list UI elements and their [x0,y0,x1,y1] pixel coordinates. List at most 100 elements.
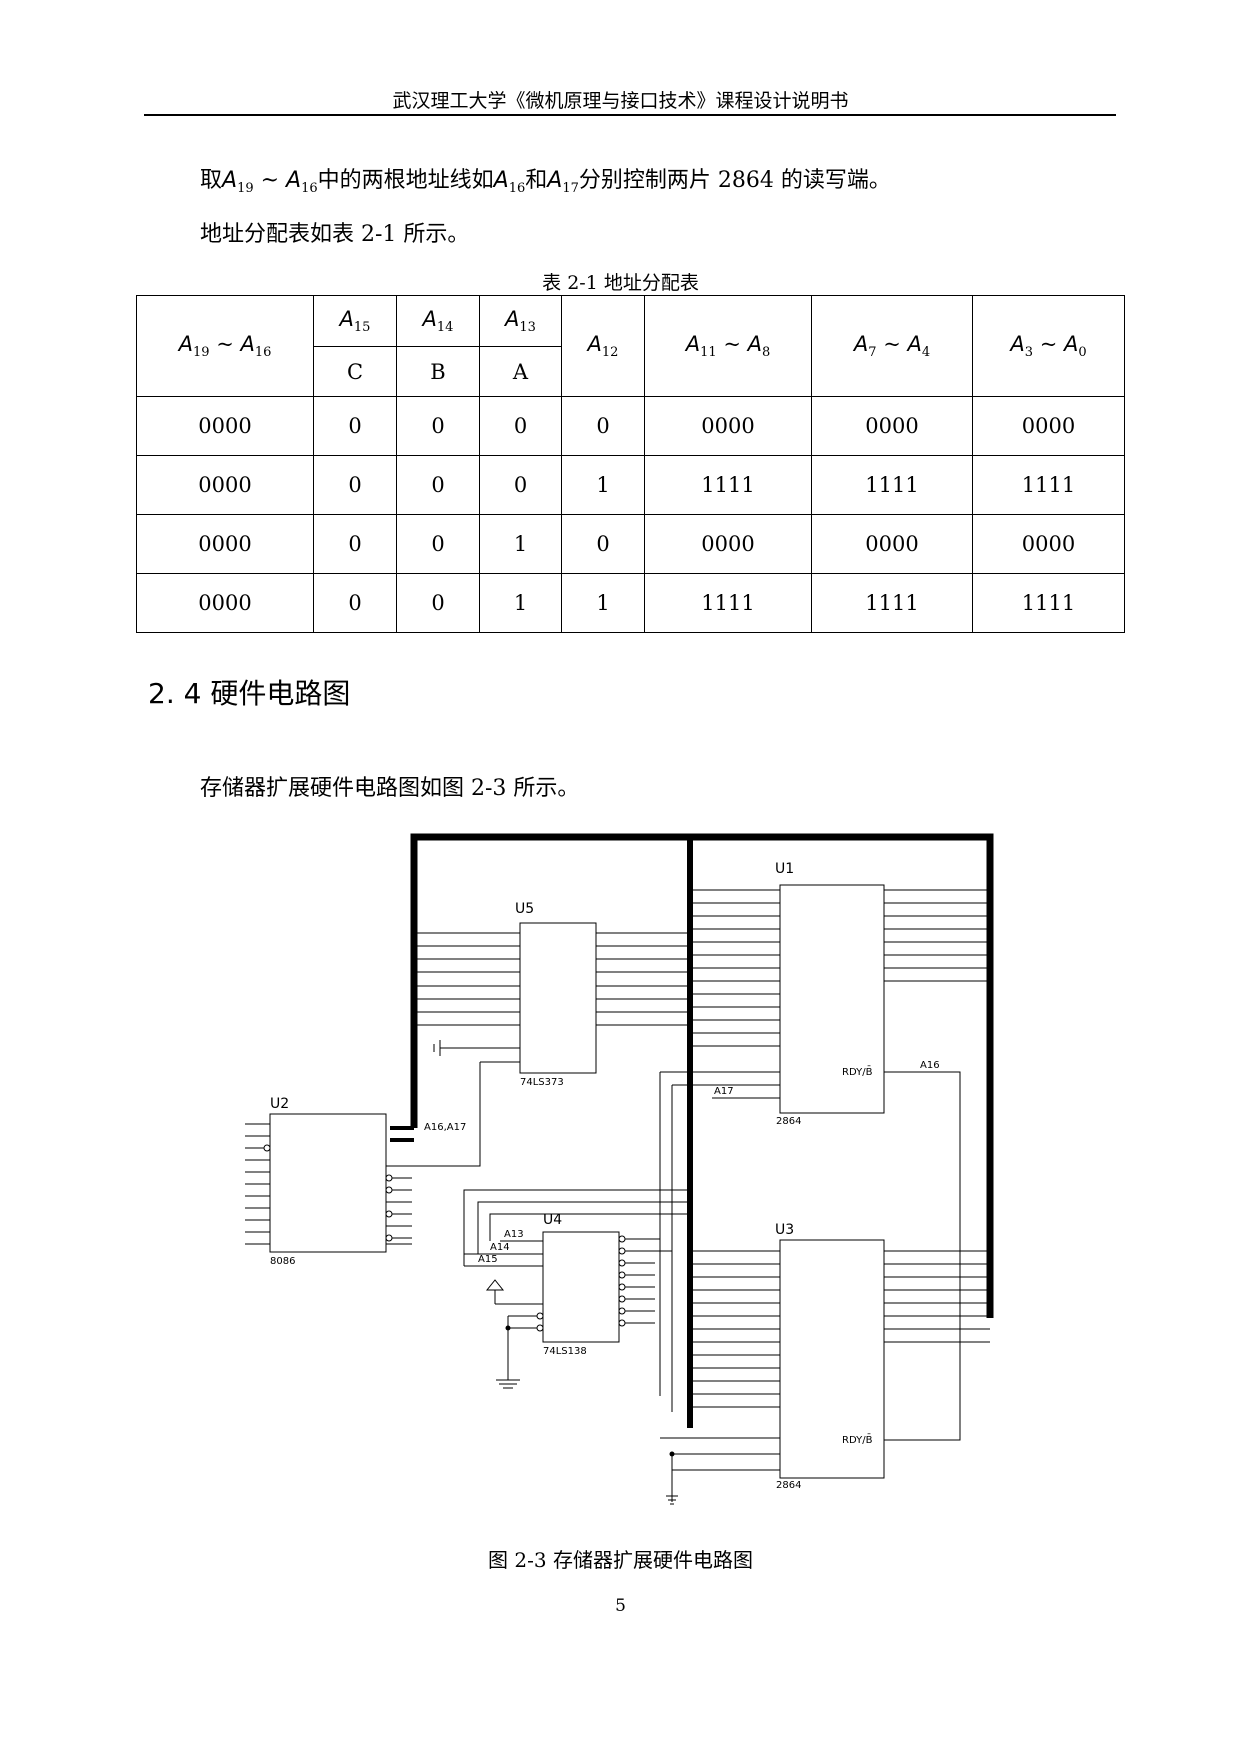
var: A [222,168,238,193]
var: A [587,332,602,356]
text: 和 [525,168,548,193]
sub: 16 [301,181,318,196]
table-cell: 1111 [811,455,973,515]
u2-part: 8086 [270,1256,295,1267]
u4-name: U4 [543,1212,562,1228]
sub: 16 [508,181,526,196]
u3-name: U3 [775,1222,794,1238]
var: A [853,332,869,356]
a14-label: A14 [490,1242,510,1253]
tilde: ~ [876,332,908,356]
a13-label: A13 [504,1229,524,1240]
sub: 16 [254,345,272,360]
a16-label: A16 [920,1060,940,1071]
table-cell: 0000 [644,514,812,574]
header-sub-a: A [479,346,562,397]
sub: 4 [921,345,931,360]
table-cell: 0 [561,396,645,456]
u1-name: U1 [775,861,794,877]
var: A [907,332,922,356]
sub: 15 [353,320,371,335]
table-cell: 1111 [811,573,973,633]
header-sub-c: C [313,346,397,397]
header-a11-a8: A11 ~ A8 [644,295,812,397]
sub: 14 [436,320,454,335]
header-a15: A15 [313,295,397,347]
header-rule [144,114,1116,116]
sub: 11 [700,345,717,360]
sub: 3 [1024,345,1034,360]
figure-caption: 图 2-3 存储器扩展硬件电路图 [488,1548,753,1572]
intro-line-2: 地址分配表如表 2-1 所示。 [200,222,470,247]
table-cell: 0000 [136,514,314,574]
u5-name: U5 [515,901,534,917]
tilde: ~ [1033,332,1064,356]
table-cell: 1 [479,514,562,574]
header-sub-b: B [396,346,480,397]
var: A [685,332,701,356]
text: 分别控制两片 2864 的读写端。 [578,168,891,193]
a15-label: A15 [478,1254,498,1265]
sub: 0 [1078,345,1087,360]
var: A [747,332,762,356]
table-cell: 0 [313,455,397,515]
u1-part: 2864 [776,1116,801,1127]
var: A [1063,332,1079,356]
sub: 7 [868,345,877,360]
table-cell: 1111 [644,455,812,515]
section-paragraph: 存储器扩展硬件电路图如图 2-3 所示。 [200,776,580,801]
u3-rdy-label: RDY/B̄ [842,1433,873,1446]
var: A [286,168,302,193]
var: A [547,168,563,193]
table-cell: 0 [313,514,397,574]
table-caption: 表 2-1 地址分配表 [542,272,699,294]
table-cell: 0000 [136,396,314,456]
a17-label: A17 [714,1086,734,1097]
u4-part: 74LS138 [543,1346,587,1357]
header-a7-a4: A7 ~ A4 [811,295,973,397]
sub: 19 [237,181,254,196]
tilde: ~ [253,168,287,193]
header-a19-a16: A19 ~ A16 [136,295,314,397]
tilde: ~ [209,332,241,356]
var: A [178,332,193,356]
var: A [339,307,354,331]
u3-part: 2864 [776,1480,801,1491]
sub: 17 [562,181,579,196]
page-number: 5 [615,1596,626,1616]
sub: 8 [761,345,771,360]
table-cell: 0000 [972,396,1125,456]
table-cell: 0 [396,573,480,633]
intro-line-1: 取A19 ~ A16中的两根地址线如A16和A17分别控制两片 2864 的读写… [200,162,891,196]
table-cell: 0000 [136,573,314,633]
page-header: 武汉理工大学《微机原理与接口技术》课程设计说明书 [392,90,849,112]
var: A [505,307,520,331]
table-cell: 0 [396,514,480,574]
table-cell: 1 [479,573,562,633]
table-cell: 0 [313,573,397,633]
sub: 19 [192,345,210,360]
u2-name: U2 [270,1096,289,1112]
address-allocation-table: A19 ~ A16 A15 A14 A13 A12 A11 ~ A8 A7 ~ … [136,295,1125,633]
table-cell: 1111 [972,455,1125,515]
text: 取 [200,168,223,193]
var: A [493,168,509,193]
var: A [240,332,255,356]
bus-label: A16,A17 [424,1122,466,1133]
tilde: ~ [716,332,748,356]
table-cell: 0000 [644,396,812,456]
table-cell: 1 [561,573,645,633]
text: 中的两根地址线如 [317,168,494,193]
sub: 13 [519,320,536,335]
table-cell: 1111 [644,573,812,633]
var: A [422,307,437,331]
header-a12: A12 [561,295,645,397]
table-cell: 1 [561,455,645,515]
section-title: 2. 4 硬件电路图 [148,677,351,710]
sub: 12 [601,345,619,360]
u5-part: 74LS373 [520,1077,564,1088]
table-cell: 0000 [972,514,1125,574]
